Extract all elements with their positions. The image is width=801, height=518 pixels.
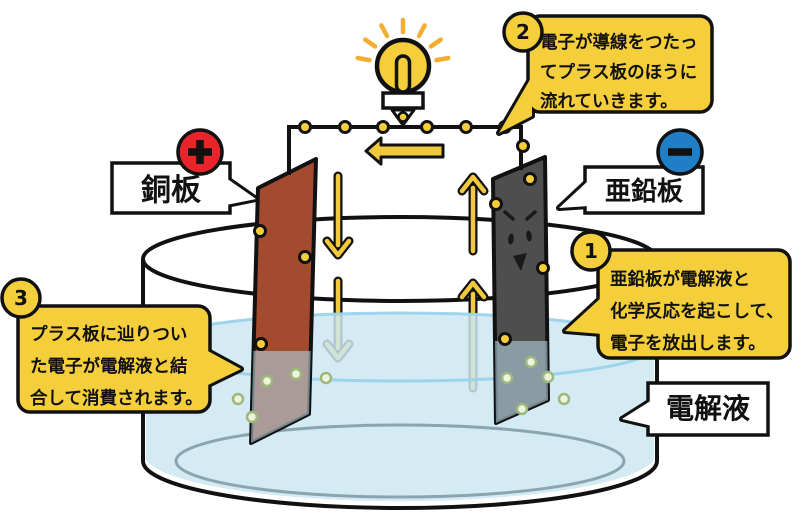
copper-plate-label-text: 銅板	[141, 173, 201, 208]
copper-plate-label: 銅板	[110, 161, 259, 215]
zinc-face-icon	[503, 210, 537, 271]
callout-3-badge	[0, 277, 42, 319]
minus-icon	[656, 128, 704, 176]
callout-1: 亜鉛板が電解液と 化学反応を起こして、 電子を放出します。 1	[562, 230, 792, 360]
left-arrow	[364, 136, 445, 166]
callout-2-line-1: 電子が導線をつたっ	[540, 32, 698, 53]
plus-icon	[176, 128, 224, 176]
copper-plate	[249, 157, 318, 445]
callout-3-number: 3	[14, 286, 28, 310]
electrolyte-label: 電解液	[619, 381, 770, 437]
callout-2-badge	[502, 11, 544, 53]
electrolyte-label-text: 電解液	[666, 392, 750, 425]
callout-1-number: 1	[584, 239, 598, 263]
callout-1-line-3: 電子を放出します。	[610, 333, 766, 354]
beaker-outline	[141, 259, 659, 510]
callout-2: 電子が導線をつたっ てプラス板のほうに 流れていきます。 2	[496, 11, 714, 136]
electron-dots-plates	[253, 172, 550, 351]
bulb-rays	[355, 17, 451, 63]
callout-1-line-2: 化学反応を起こして、	[610, 301, 784, 322]
down-arrow	[322, 171, 354, 260]
light-bulb-icon	[355, 17, 451, 127]
beaker-inner-bottom	[174, 423, 626, 499]
electrolyte-liquid	[146, 313, 654, 502]
callout-2-line-3: 流れていきます。	[540, 91, 678, 112]
callout-1-line-1: 亜鉛板が電解液と	[610, 269, 750, 290]
up-arrow	[457, 172, 489, 256]
callout-3-line-2: た電子が電解液と結	[30, 356, 188, 377]
callout-1-badge	[570, 230, 612, 272]
callout-3: プラス板に辿りつい た電子が電解液と結 合して消費されます。 3	[0, 277, 244, 414]
ion-bubbles	[231, 355, 571, 424]
callout-2-line-2: てプラス板のほうに	[540, 62, 697, 83]
callout-2-number: 2	[516, 20, 530, 44]
callout-3-line-1: プラス板に辿りつい	[30, 324, 187, 345]
callout-3-line-3: 合して消費されます。	[30, 388, 203, 409]
zinc-plate	[491, 155, 550, 425]
zinc-plate-label-text: 亜鉛板	[605, 176, 683, 207]
